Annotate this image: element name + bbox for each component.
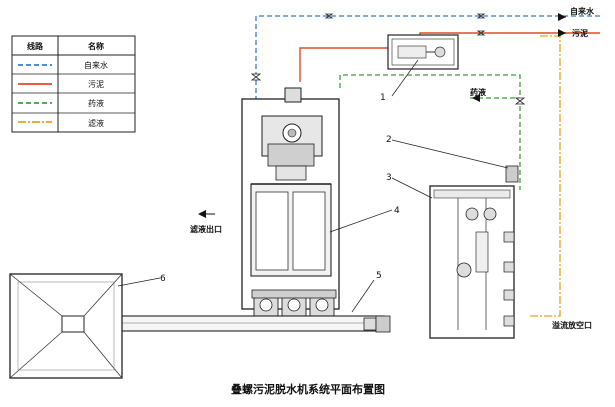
legend-name-sludge: 污泥 [88,79,104,89]
callout-6: 6 [160,274,166,284]
legend-name-filtrate: 滤液 [88,118,104,128]
tap-water-inlet: 自来水 [558,6,595,21]
overflow-drain: 溢流放空口 [552,320,592,330]
callout-5: 5 [376,271,382,281]
legend-table: 线路 名称 自来水 污泥 药液 滤液 [11,35,136,133]
legend-name-tap-water: 自来水 [84,60,108,70]
screw-conveyor [59,315,391,333]
chemical-line [339,74,521,190]
dewatering-machine [241,87,340,323]
chemical-inlet: 药液 [470,87,486,102]
callout-2: 2 [386,135,392,145]
sludge-hopper [9,273,123,379]
chemical-label: 药液 [470,87,486,97]
dosing-unit [387,34,459,70]
callout-4: 4 [394,206,400,216]
chemical-tank [429,165,519,339]
sludge-inlet: 污泥 [558,28,588,38]
tap-water-label: 自来水 [570,6,595,16]
diagram-caption: 叠螺污泥脱水机系统平面布置图 [231,382,385,396]
callout-3: 3 [386,173,392,183]
callout-1: 1 [380,93,386,103]
filtrate-outlet-label: 滤液出口 [190,224,222,234]
legend-header-line: 线路 [27,41,44,51]
filtrate-outlet: 滤液出口 [190,210,222,234]
valve-icons [250,13,526,105]
callout-leaders [117,59,509,313]
legend-name-chemical: 药液 [88,98,104,108]
sludge-label: 污泥 [572,28,588,38]
overflow-drain-label: 溢流放空口 [552,320,592,330]
filtrate-line [530,35,561,317]
legend-header-name: 名称 [88,41,104,51]
